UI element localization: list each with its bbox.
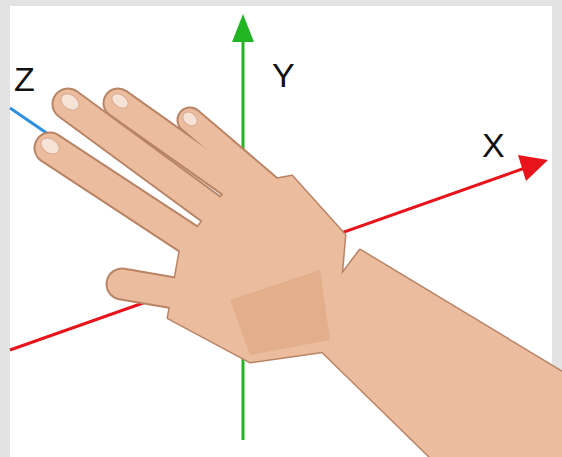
axis-label: Z [14,62,35,96]
y-arrowhead [232,14,254,42]
axis-label: X [482,128,505,162]
x-arrowhead [518,155,548,181]
hand-illustration [38,90,562,457]
axis-label: Y [272,58,295,92]
